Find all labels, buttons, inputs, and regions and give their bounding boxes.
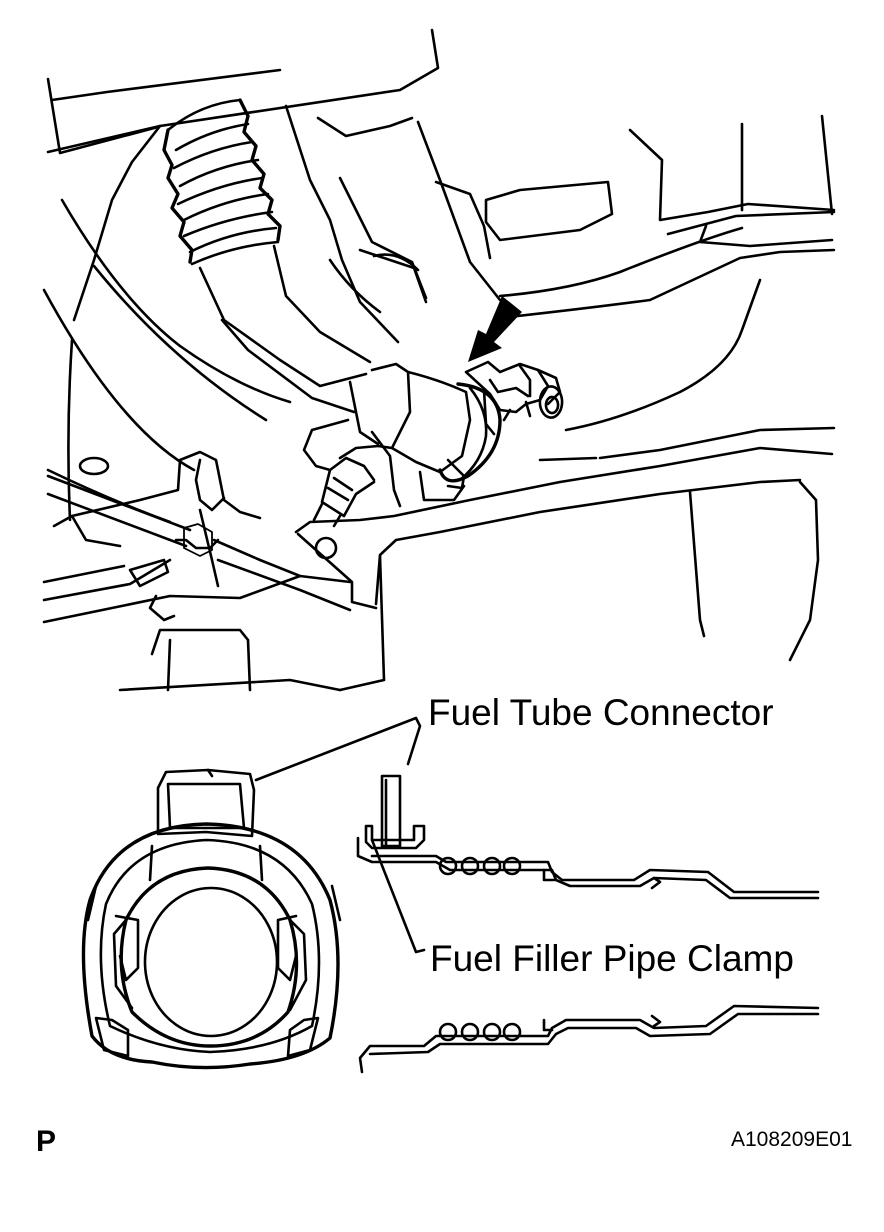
callout-leaders bbox=[254, 716, 426, 954]
fuel-filler-pipe-clamp-label: Fuel Filler Pipe Clamp bbox=[430, 938, 794, 979]
pipe-cross-section bbox=[356, 774, 820, 1074]
vehicle-underbody-illustration bbox=[42, 28, 836, 692]
fuel-tube-connector-label: Fuel Tube Connector bbox=[428, 692, 774, 733]
figure-id: A108209E01 bbox=[731, 1128, 853, 1151]
black-arrow-icon bbox=[468, 296, 522, 362]
page-letter: P bbox=[36, 1125, 57, 1158]
clamp-front-view bbox=[81, 768, 342, 1070]
